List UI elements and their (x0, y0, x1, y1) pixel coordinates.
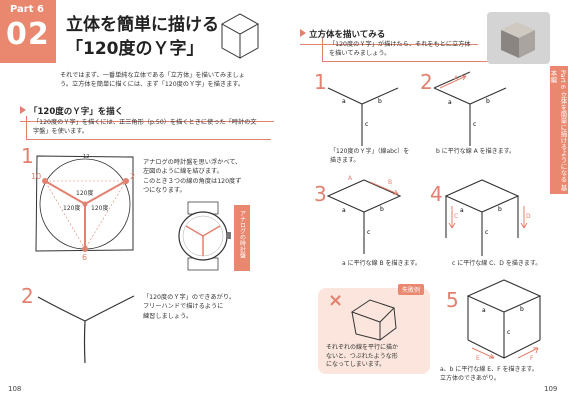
label-c: c (485, 229, 488, 236)
part-number: 02 (6, 17, 50, 52)
fail-line: それぞれの線を平行に描か (326, 344, 399, 351)
analog-label: アナログの時計盤 (239, 210, 246, 258)
callout-line: 「120度のＹ字」が描けたら、それをもとに立方体 (329, 41, 471, 48)
watch-illustration: アナログの時計盤 (178, 201, 250, 271)
step-number: 2 (420, 70, 433, 94)
step1-line: つになります。 (143, 187, 186, 195)
label-a: a (482, 307, 486, 314)
deg-right: 120度 (91, 204, 108, 212)
step-number: 3 (314, 182, 327, 206)
label-a: a (342, 98, 346, 105)
label-c: c (507, 329, 510, 336)
fail-example-box: × 失敗例 それぞれの線を平行に描か ないと、つぶれたような形 になってしまいま… (318, 284, 430, 374)
heading-underline (300, 44, 478, 45)
clock-diagram: 12 10 2 6 120度 120度 120度 (31, 154, 135, 262)
step2-line: 「120度のＹ字」のできあがり。 (143, 294, 236, 301)
cross-icon: × (328, 290, 344, 311)
section-title: 立方体を描いてみる (309, 30, 386, 40)
caption-line: 描きます。 (330, 156, 360, 164)
label-B: B (388, 179, 392, 186)
section-heading-y: 「120度のＹ字」を描く (20, 99, 274, 122)
intro-line: それではまず、一番単純な立体である「立方体」を描いてみましょ (60, 72, 245, 79)
callout-box: 「120度のＹ字」が描けたら、それをもとに立方体 を描いてみましょう。 (322, 38, 495, 62)
side-tab: Part 6 立体を簡単に描けるようになる 基本編 (549, 66, 568, 194)
deg-left: 120度 (63, 204, 80, 212)
step4-caption: c に平行な線 C、D を描きます。 (452, 260, 542, 267)
title-line-2: 「120度のＹ字」 (66, 39, 204, 59)
page-number-right: 109 (544, 385, 558, 393)
page-title: 立体を簡単に描ける 「120度のＹ字」 (66, 13, 219, 61)
label-E: E (476, 355, 480, 362)
deg-top: 120度 (76, 189, 93, 197)
section-heading-cube: 立方体を描いてみる (300, 22, 478, 45)
step1-line: 左図のように線を結びます。 (143, 168, 223, 176)
step-number: 1 (21, 144, 34, 168)
title-line-1: 立体を簡単に描ける (66, 15, 219, 35)
section-title: 「120度のＹ字」を描く (29, 107, 124, 117)
callout-line: 「120度のＹ字」を描くには、正三角形（p.50）を描くときに使った「時計の文 (33, 119, 257, 126)
callout-line: を描いてみましょう。 (329, 50, 391, 58)
cube-step1: a b c (327, 87, 399, 146)
label-a: a (448, 99, 452, 106)
label-F: F (530, 355, 534, 362)
caption-line: a、b に平行な線 E、F を描きます。 (440, 366, 538, 373)
step1-line: このとき３つの線の角度は120度ず (143, 177, 242, 185)
cube-step2: A a b c (433, 71, 507, 146)
step1-line: アナログの時計盤を思い浮かべて、 (143, 159, 242, 166)
clock-12: 12 (83, 154, 89, 160)
step2-line: 練習しましょう。 (143, 312, 193, 320)
caption-line: 立方体のできあがり。 (440, 374, 500, 382)
flag-icon (20, 105, 26, 114)
label-a: a (342, 207, 346, 214)
step1-caption: 「120度のＹ字」（線abc）を 描きます。 (330, 148, 409, 165)
clock-10: 10 (31, 172, 41, 181)
label-b: b (498, 206, 502, 213)
label-b: b (486, 98, 490, 105)
caption-line: 「120度のＹ字」（線abc）を (330, 148, 410, 155)
step2-caption: b に平行な線 A を描きます。 (436, 148, 516, 155)
step-number: 2 (21, 284, 34, 308)
title-cube-illustration (220, 13, 260, 59)
fail-badge: 失敗例 (398, 284, 425, 295)
intro-line: う。立方体を簡単に描くには、まず「120度のＹ字」を描きます。 (60, 81, 245, 89)
fail-cube-drawing (350, 299, 397, 341)
label-c: c (365, 121, 368, 128)
heading-underline (20, 121, 274, 122)
label-D: D (526, 213, 531, 220)
step-number: 4 (430, 182, 443, 206)
callout-line: 字盤」を使います。 (33, 128, 89, 136)
label-b: b (520, 306, 524, 313)
label-A: A (454, 75, 459, 82)
step-number: 5 (446, 288, 459, 312)
page-number-left: 108 (8, 385, 22, 393)
step3-caption: a に平行な線 B を描きます。 (342, 260, 421, 267)
clock-6: 6 (82, 253, 87, 262)
step1-text: アナログの時計盤を思い浮かべて、 左図のように線を結びます。 このとき３つの線の… (143, 158, 241, 196)
label-A: A (348, 175, 353, 182)
step5-caption: a、b に平行な線 E、F を描きます。 立方体のできあがり。 (440, 366, 538, 383)
label-a: a (460, 207, 464, 214)
part-label: Part 6 (10, 4, 44, 15)
label-b: b (380, 206, 384, 213)
cube-step4: C D a b c (444, 179, 531, 256)
clock-2: 2 (130, 172, 135, 181)
fail-line: ないと、つぶれたような形 (326, 352, 398, 360)
step-number: 1 (314, 70, 327, 94)
cube-step5: E F a b c (466, 279, 542, 362)
label-c: c (367, 229, 370, 236)
fail-line: になってしまいます。 (326, 361, 386, 368)
step2-text: 「120度のＹ字」のできあがり。 フリーハンドで描けるように 練習しましょう。 (143, 293, 235, 321)
part-badge: Part 6 02 (0, 0, 56, 63)
label-c: c (473, 121, 476, 128)
fail-text: それぞれの線を平行に描か ないと、つぶれたような形 になってしまいます。 (326, 344, 398, 370)
label-b: b (378, 98, 382, 105)
intro-paragraph: それではまず、一番単純な立体である「立方体」を描いてみましょ う。立方体を簡単に… (60, 71, 245, 90)
cube-photo (487, 12, 550, 64)
label-C: C (454, 213, 458, 220)
step2-line: フリーハンドで描けるように (143, 303, 224, 311)
cube-step3: B A a b c (326, 175, 402, 254)
flag-icon (300, 28, 306, 37)
callout-box: 「120度のＹ字」を描くには、正三角形（p.50）を描くときに使った「時計の文 … (26, 116, 271, 140)
y-shape-drawing (37, 295, 135, 364)
